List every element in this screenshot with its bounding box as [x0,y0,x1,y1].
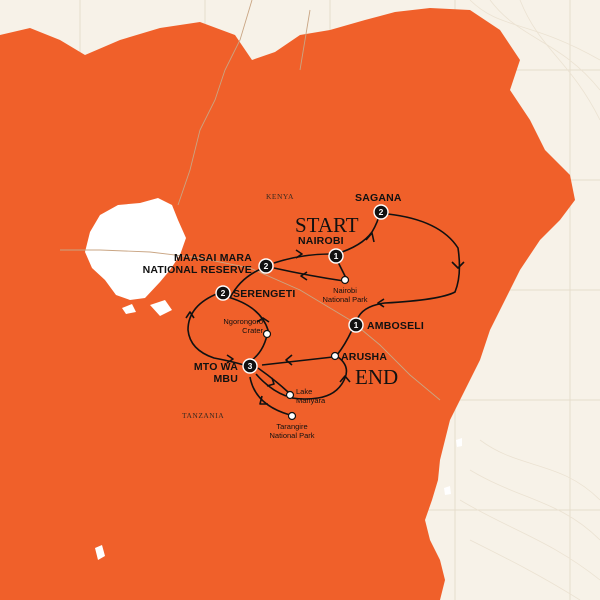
nights-mto-wa-mbu: 3 [248,361,253,371]
stop-marker-nairobi: 1 [328,248,344,264]
waypoint-label-lake-manyara-line1: Lake [296,387,312,396]
start-label: START [295,213,359,237]
stop-label-maasai-mara-line2: NATIONAL RESERVE [143,264,252,276]
waypoint-label-tarangire-line2: National Park [269,431,314,440]
waypoint-arusha [330,351,340,361]
stop-label-amboseli: AMBOSELI [367,320,424,332]
waypoint-label-lake-manyara-line2: Manyara [296,396,326,405]
nights-nairobi: 1 [334,251,339,261]
end-label: END [355,365,398,389]
stop-label-mto-wa-mbu-line1: MTO WA [194,361,238,373]
waypoint-nairobi-national-park [340,275,350,285]
stop-label-serengeti: SERENGETI [233,288,295,300]
nights-serengeti: 2 [221,288,226,298]
waypoint-ngorongoro-crater [262,329,272,339]
nights-amboseli: 1 [354,320,359,330]
stop-label-maasai-mara-line1: MAASAI MARA [174,252,252,264]
land-mass [0,8,575,600]
small-lake [95,545,105,560]
route-arrows [185,232,465,405]
tour-route [187,211,461,416]
lake-victoria-islands [122,300,172,316]
country-label-tanzania: TANZANIA [182,411,224,420]
nights-sagana: 2 [379,207,384,217]
waypoint-label-nairobi-np-line2: National Park [322,295,367,304]
stop-marker-amboseli: 1 [348,317,364,333]
stop-label-sagana: SAGANA [355,192,402,204]
stop-marker-sagana: 2 [373,204,389,220]
waypoint-label-tarangire-line1: Tarangire [276,422,307,431]
waypoint-label-nairobi-np-line1: Nairobi [333,286,357,295]
stop-label-nairobi: NAIROBI [298,235,344,247]
waypoint-markers [262,275,350,421]
stop-marker-maasai-mara: 2 [258,258,274,274]
stop-label-arusha: ARUSHA [341,351,387,363]
waypoint-label-ngorongoro-line2: Crater [242,326,263,335]
waypoint-label-ngorongoro-line1: Ngorongoro [223,317,263,326]
stop-label-mto-wa-mbu-line2: MBU [213,373,238,385]
stop-marker-serengeti: 2 [215,285,231,301]
country-label-kenya: KENYA [266,192,294,201]
stop-marker-mto-wa-mbu: 3 [242,358,258,374]
country-borders [60,0,441,401]
waypoint-tarangire [287,411,297,421]
waypoint-lake-manyara [285,390,295,400]
lake-victoria [85,198,186,300]
coast-islands [444,438,462,495]
nights-maasai-mara: 2 [264,261,269,271]
